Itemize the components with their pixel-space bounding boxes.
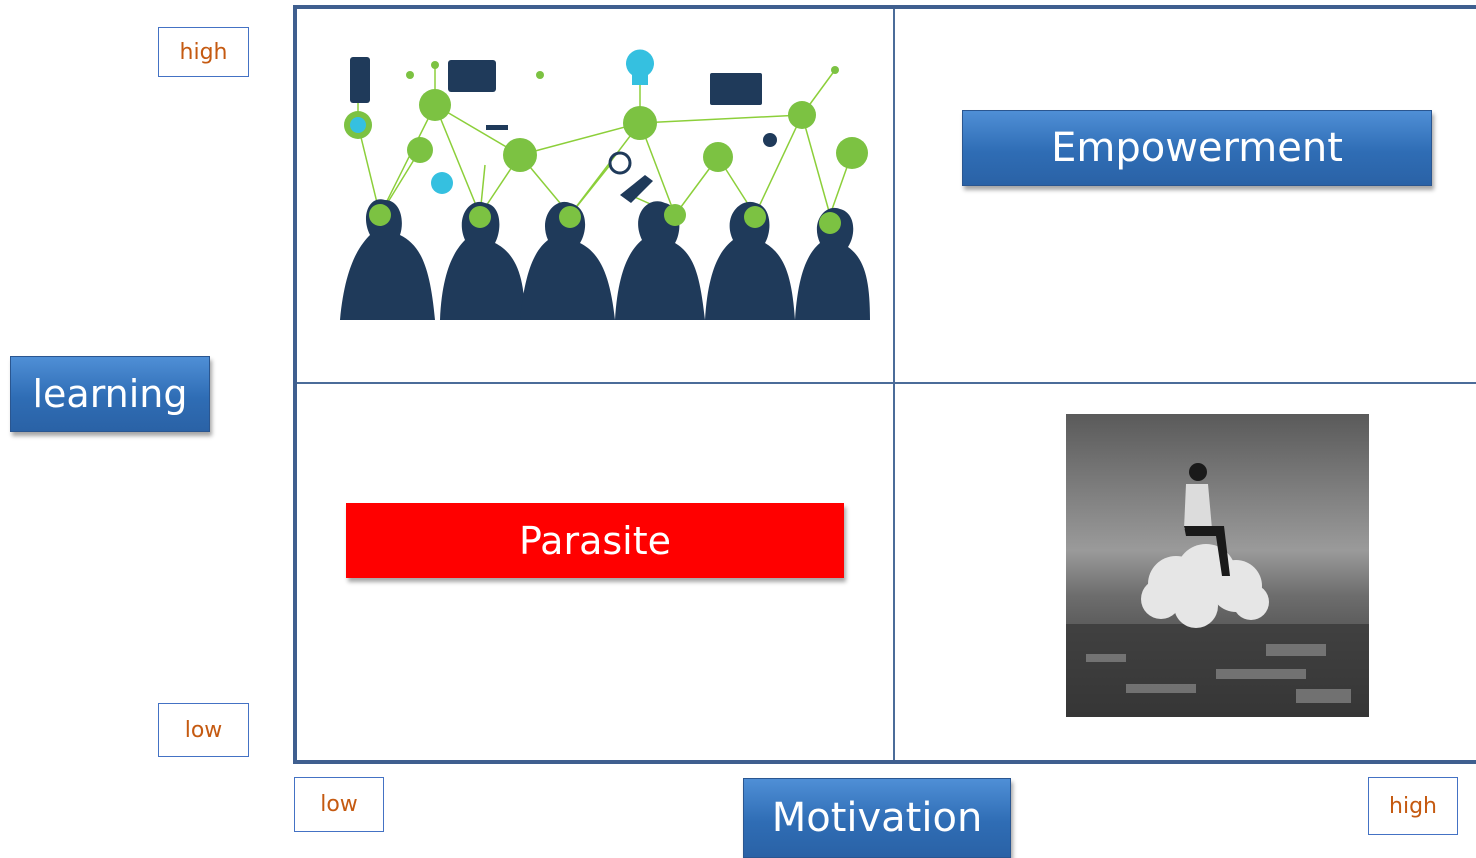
x-axis-title: Motivation: [743, 778, 1011, 858]
person-on-cloud-photo: [1066, 414, 1369, 717]
y-axis-high-label: high: [158, 27, 249, 77]
x-axis-low-label: low: [294, 777, 384, 832]
empowerment-label: Empowerment: [962, 110, 1432, 186]
learning-network-illustration: [340, 49, 870, 320]
y-axis-title: learning: [10, 356, 210, 432]
horizontal-divider: [297, 382, 1476, 384]
y-axis-low-label: low: [158, 703, 249, 757]
matrix-frame: [293, 5, 1476, 764]
parasite-label: Parasite: [346, 503, 844, 578]
x-axis-high-label: high: [1368, 777, 1458, 835]
vertical-divider: [893, 9, 895, 760]
